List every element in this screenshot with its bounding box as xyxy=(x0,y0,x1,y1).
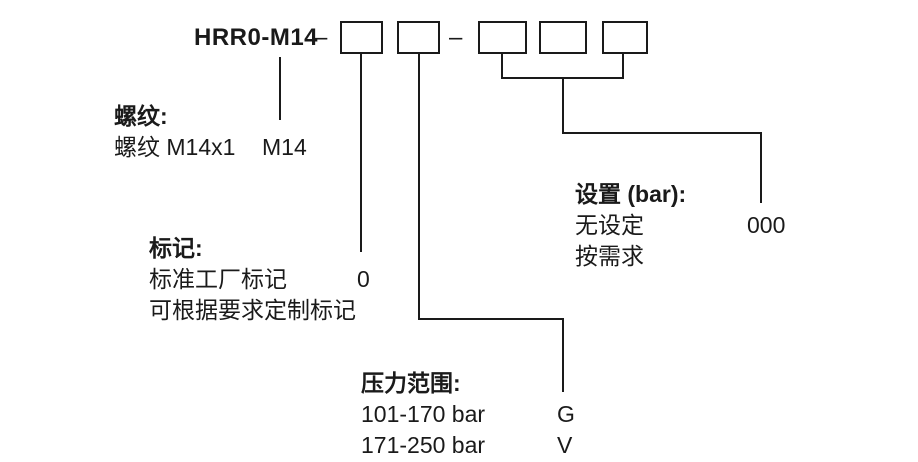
connector-setting-bracket-right xyxy=(622,54,624,79)
code-box-setting-digit-2 xyxy=(539,21,587,54)
connector-setting-bracket-left xyxy=(501,54,503,79)
group-marking-row-value: 0 xyxy=(357,266,370,292)
group-thread-row: 螺纹 M14x1 M14 xyxy=(114,132,344,163)
group-marking-row: 标准工厂标记 0 xyxy=(149,264,419,295)
group-setting-row: 无设定 000 xyxy=(575,210,815,241)
code-box-marking xyxy=(340,21,383,54)
connector-marking-vertical xyxy=(360,54,362,252)
code-box-setting-digit-3 xyxy=(602,21,648,54)
group-thread-title: 螺纹: xyxy=(114,103,168,129)
code-box-setting-digit-1 xyxy=(478,21,527,54)
group-pressure-range-row-value: G xyxy=(557,401,575,427)
group-setting: 设置 (bar): 无设定 000 按需求 xyxy=(575,179,815,272)
group-pressure-range-row-label: 171-250 bar xyxy=(361,432,486,458)
group-setting-row-value: 000 xyxy=(747,212,786,238)
code-separator-1: – xyxy=(314,24,328,51)
group-pressure-range: 压力范围: 101-170 bar G 171-250 bar V xyxy=(361,368,621,461)
connector-setting-vertical xyxy=(760,132,762,203)
group-pressure-range-row: 171-250 bar V xyxy=(361,430,621,461)
group-marking-title: 标记: xyxy=(149,235,203,261)
connector-pressure-horizontal xyxy=(418,318,564,320)
model-code: HRR0-M14 xyxy=(194,24,319,51)
group-marking-row: 可根据要求定制标记 xyxy=(149,295,419,326)
group-setting-row-label: 无设定 xyxy=(575,212,644,238)
group-setting-title: 设置 (bar): xyxy=(575,181,687,207)
group-setting-row: 按需求 xyxy=(575,241,815,272)
connector-setting-stem xyxy=(562,77,564,134)
group-marking: 标记: 标准工厂标记 0 可根据要求定制标记 xyxy=(149,233,419,326)
connector-setting-horizontal xyxy=(562,132,762,134)
connector-pressure-vertical-2 xyxy=(562,318,564,392)
group-pressure-range-row-label: 101-170 bar xyxy=(361,401,486,427)
group-thread: 螺纹: 螺纹 M14x1 M14 xyxy=(114,101,344,163)
group-thread-row-value: M14 xyxy=(262,134,307,160)
connector-thread-vertical xyxy=(279,57,281,120)
group-setting-row-label: 按需求 xyxy=(575,243,644,269)
group-marking-row-label: 可根据要求定制标记 xyxy=(149,297,356,323)
group-marking-row-label: 标准工厂标记 xyxy=(149,266,287,292)
group-thread-row-label: 螺纹 M14x1 xyxy=(114,134,236,160)
group-pressure-range-row-value: V xyxy=(557,432,573,458)
group-pressure-range-title: 压力范围: xyxy=(361,370,461,396)
code-separator-2: – xyxy=(449,24,463,51)
connector-pressure-vertical-1 xyxy=(418,54,420,320)
group-pressure-range-row: 101-170 bar G xyxy=(361,399,621,430)
code-box-pressure xyxy=(397,21,440,54)
